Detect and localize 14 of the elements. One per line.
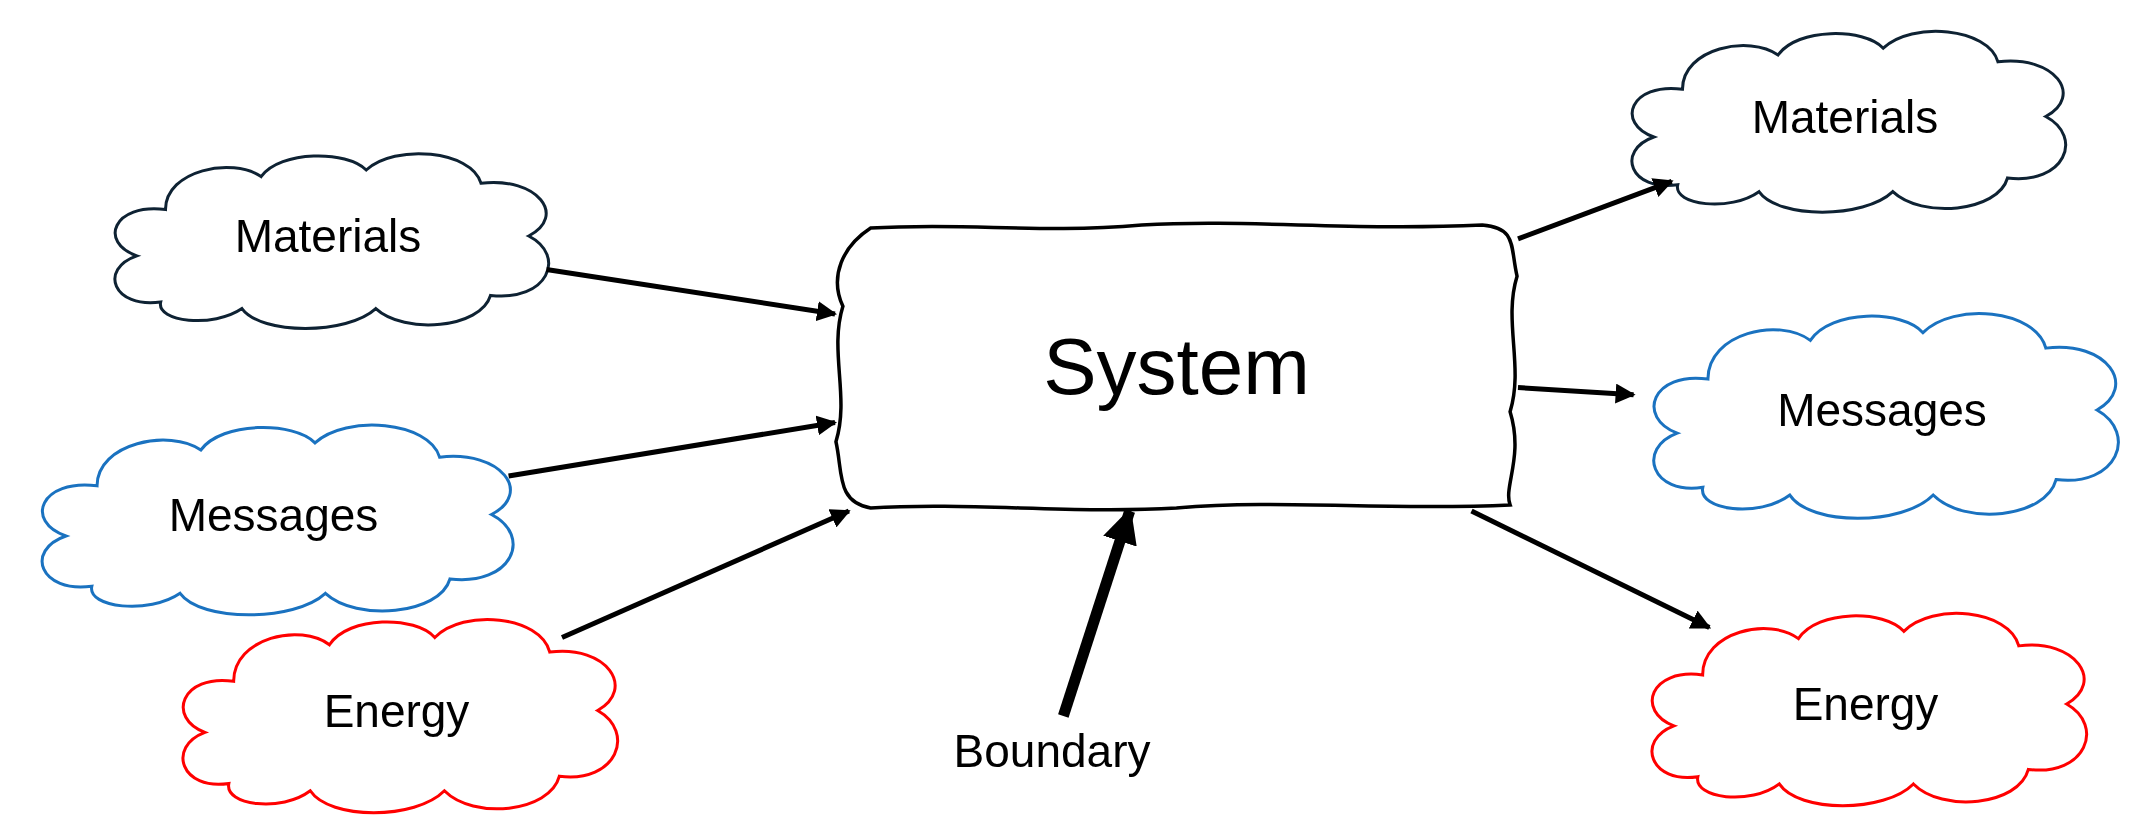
arrow bbox=[1470, 508, 1712, 630]
cloud-label: Energy bbox=[1792, 677, 1939, 731]
cloud-label: Energy bbox=[323, 683, 470, 738]
cloud-label: Messages bbox=[168, 487, 379, 542]
arrow bbox=[561, 508, 851, 640]
arrow bbox=[1517, 178, 1674, 242]
arrow bbox=[1517, 383, 1636, 404]
boundary-label: Boundary bbox=[953, 724, 1151, 778]
system-label: System bbox=[1043, 320, 1310, 413]
arrow bbox=[546, 267, 837, 322]
cloud-label: Materials bbox=[1751, 89, 1939, 144]
arrow bbox=[508, 415, 837, 479]
cloud-label: Materials bbox=[234, 209, 422, 263]
cloud-label: Messages bbox=[1777, 383, 1987, 437]
